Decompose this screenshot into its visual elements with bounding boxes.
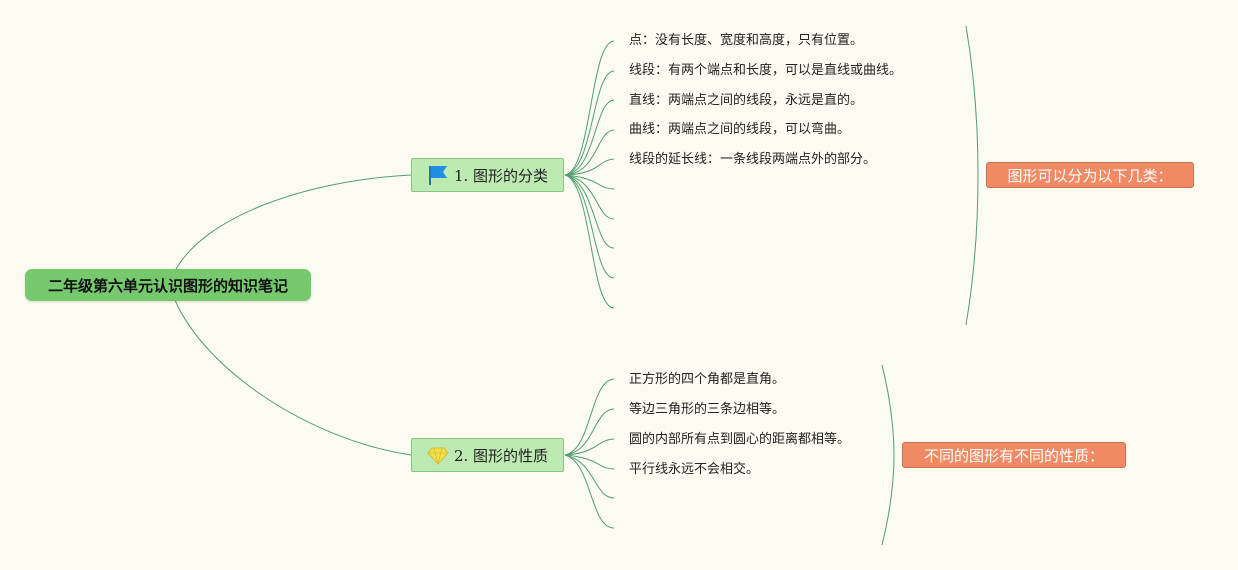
root-topic[interactable]: 二年级第六单元认识图形的知识笔记 xyxy=(25,269,311,301)
summary-brace-2 xyxy=(881,364,895,546)
leaf-topic-extension[interactable]: 线段的延长线：一条线段两端点外的部分。 xyxy=(629,152,877,167)
root-to-branch-1-line xyxy=(174,174,412,272)
branch-topic-label: 2. 图形的性质 xyxy=(453,446,549,465)
leaf-topic-square[interactable]: 正方形的四个角都是直角。 xyxy=(629,372,786,387)
leaf-topic-triangle[interactable]: 等边三角形的三条边相等。 xyxy=(629,402,786,417)
leaf-topic-curve[interactable]: 曲线：两端点之间的线段，可以弯曲。 xyxy=(629,122,851,137)
summary-brace-1 xyxy=(965,25,979,326)
branch-2-leaf-lines xyxy=(564,378,615,529)
leaf-topic-segment[interactable]: 线段：有两个端点和长度，可以是直线或曲线。 xyxy=(629,63,903,78)
leaf-topic-point[interactable]: 点：没有长度、宽度和高度，只有位置。 xyxy=(629,33,864,48)
leaf-topic-straight-line[interactable]: 直线：两端点之间的线段，永远是直的。 xyxy=(629,93,864,108)
root-to-branch-2-line xyxy=(174,299,412,456)
leaf-topic-parallel[interactable]: 平行线永远不会相交。 xyxy=(629,462,760,477)
root-topic-label: 二年级第六单元认识图形的知识笔记 xyxy=(47,276,288,295)
branch-topic-label: 1. 图形的分类 xyxy=(453,166,549,185)
flag-icon xyxy=(427,164,449,186)
branch-topic-properties[interactable]: 2. 图形的性质 xyxy=(411,438,564,472)
gem-icon xyxy=(427,444,449,466)
summary-label: 图形可以分为以下几类： xyxy=(1007,166,1173,185)
summary-label: 不同的图形有不同的性质： xyxy=(923,446,1104,465)
branch-topic-classification[interactable]: 1. 图形的分类 xyxy=(411,158,564,192)
summary-topic-classification[interactable]: 图形可以分为以下几类： xyxy=(986,162,1194,188)
branch-1-leaf-lines xyxy=(564,40,615,309)
leaf-topic-circle[interactable]: 圆的内部所有点到圆心的距离都相等。 xyxy=(629,432,851,447)
summary-topic-properties[interactable]: 不同的图形有不同的性质： xyxy=(902,442,1126,468)
